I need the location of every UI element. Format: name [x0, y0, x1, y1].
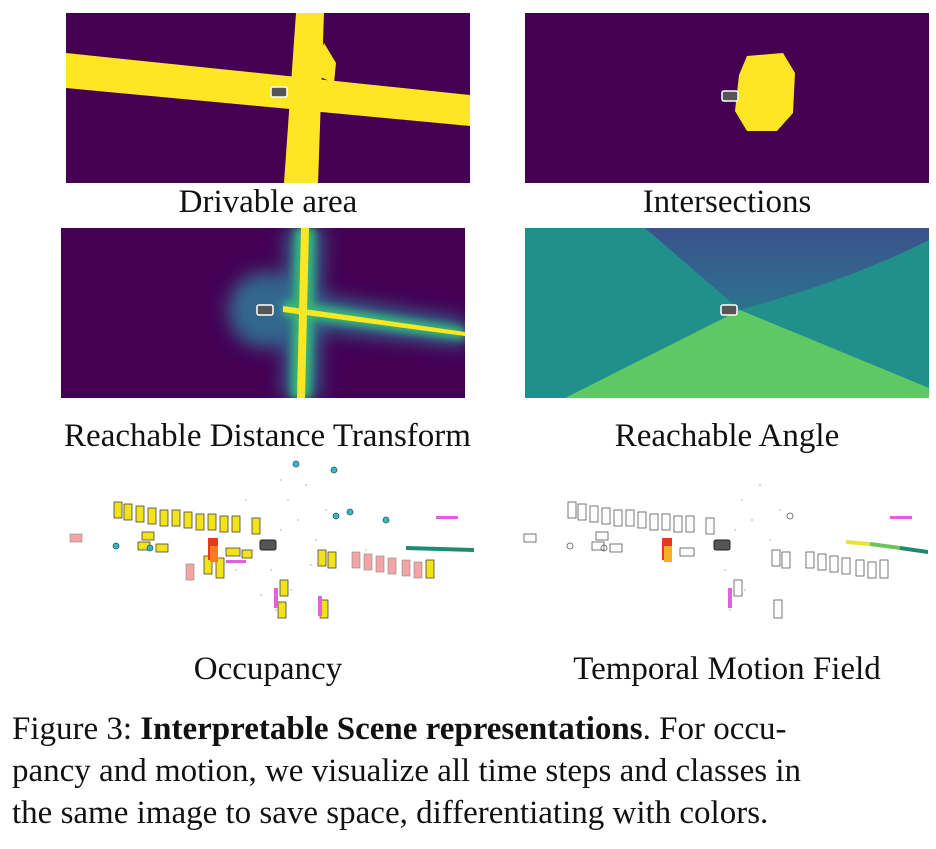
- pedestrian-motion-trail: [208, 538, 218, 562]
- ego-vehicle-icon: [713, 539, 731, 551]
- motion-gradient-trail: [662, 538, 672, 562]
- caption-occupancy: Occupancy: [193, 651, 343, 687]
- ego-vehicle-icon: [720, 304, 738, 316]
- reachable-distance-panel: [61, 228, 465, 398]
- caption-intersections: Intersections: [642, 184, 812, 220]
- drivable-area-panel: [66, 13, 470, 183]
- ego-vehicle-icon: [259, 539, 277, 551]
- intersections-panel: [525, 13, 929, 183]
- caption-reachable-distance: Reachable Distance Transform: [64, 418, 471, 454]
- reachable-angle-panel: [525, 228, 929, 398]
- figure-caption-line-3: the same image to save space, differenti…: [12, 795, 769, 831]
- occupancy-panel: [66, 460, 476, 638]
- figure-title: Interpretable Scene representations: [140, 711, 643, 747]
- ego-vehicle-icon: [721, 90, 739, 102]
- figure-label: Figure 3:: [12, 711, 133, 747]
- caption-motion-field: Temporal Motion Field: [573, 651, 881, 687]
- ego-vehicle-icon: [256, 304, 274, 316]
- figure-text-1: . For occu-: [642, 711, 787, 747]
- figure-caption-line-2: pancy and motion, we visualize all time …: [12, 753, 802, 789]
- caption-drivable-area: Drivable area: [178, 184, 358, 220]
- ego-vehicle-icon: [270, 86, 288, 98]
- figure-caption-line-1: Figure 3: Interpretable Scene representa…: [12, 708, 922, 750]
- caption-reachable-angle: Reachable Angle: [614, 418, 840, 454]
- figure-caption: Figure 3: Interpretable Scene representa…: [12, 708, 922, 834]
- motion-field-panel: [520, 460, 930, 638]
